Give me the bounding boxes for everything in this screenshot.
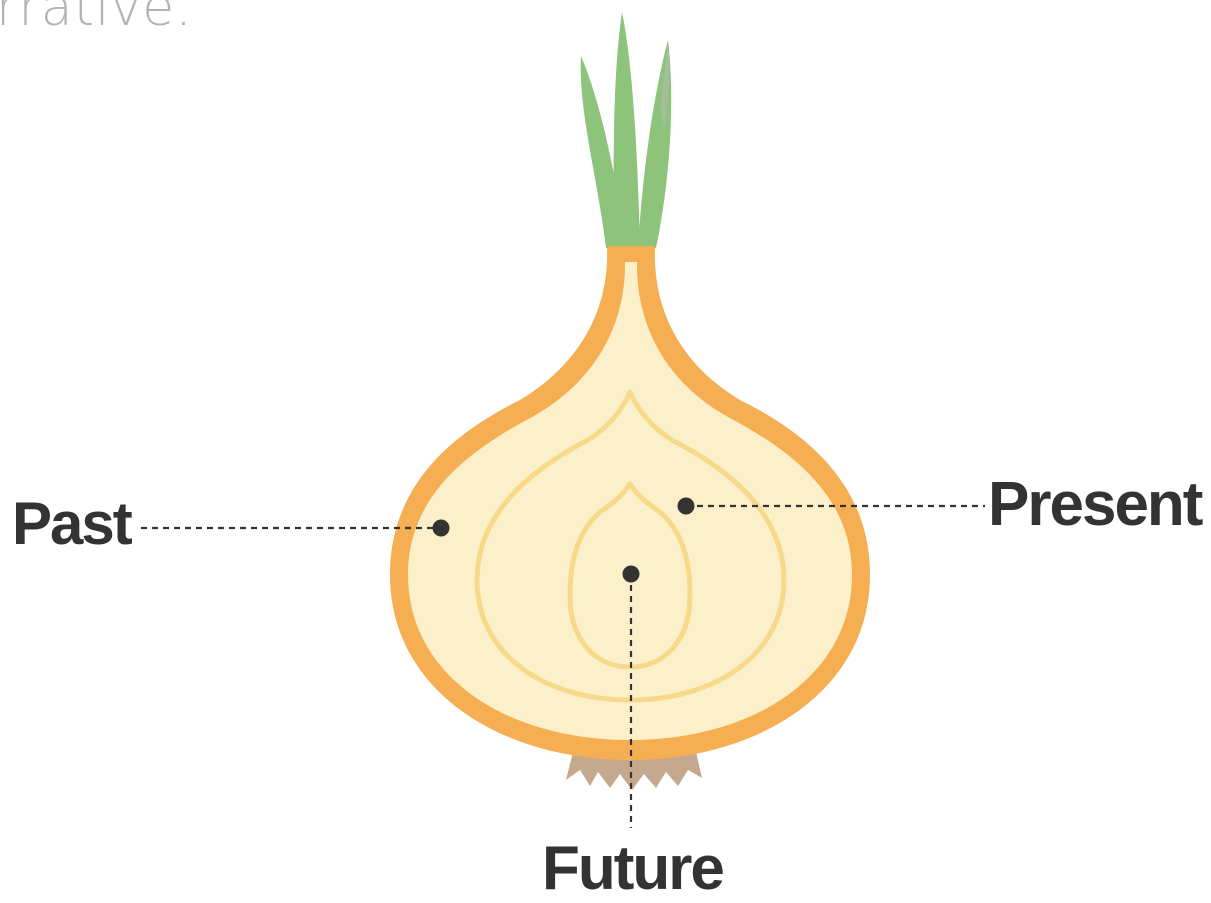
past-dot [433,520,450,537]
future-dot [623,566,640,583]
onion-sprouts [581,12,672,248]
past-label: Past [12,494,131,554]
present-label: Present [988,474,1201,536]
future-label: Future [542,838,723,900]
present-dot [678,498,695,515]
